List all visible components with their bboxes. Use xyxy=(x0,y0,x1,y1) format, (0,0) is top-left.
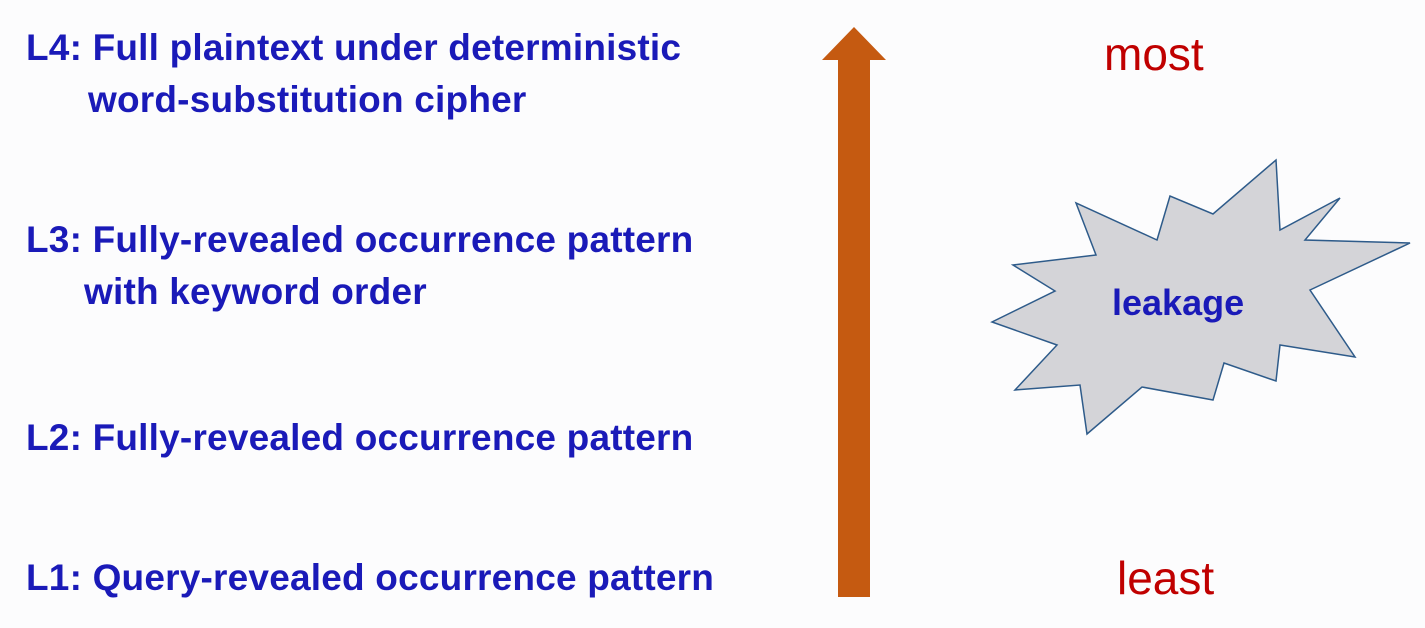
level-4-line1: L4: Full plaintext under deterministic xyxy=(26,27,682,68)
burst-shape xyxy=(990,158,1411,436)
arrow-shape xyxy=(822,27,886,597)
most-label: most xyxy=(1104,28,1204,80)
level-2-line1: L2: Fully-revealed occurrence pattern xyxy=(26,417,694,458)
level-3-line1: L3: Fully-revealed occurrence pattern xyxy=(26,219,694,260)
level-2-text: L2: Fully-revealed occurrence pattern xyxy=(26,412,693,464)
least-label: least xyxy=(1117,552,1215,604)
level-3-text: L3: Fully-revealed occurrence pattern wi… xyxy=(26,214,693,318)
level-1-text: L1: Query-revealed occurrence pattern xyxy=(26,552,714,604)
level-4-text: L4: Full plaintext under deterministic w… xyxy=(26,22,681,126)
level-3-line2: with keyword order xyxy=(84,271,427,312)
level-4-line2: word-substitution cipher xyxy=(88,79,527,120)
level-1-line1: L1: Query-revealed occurrence pattern xyxy=(26,557,715,598)
leakage-label: leakage xyxy=(1112,282,1245,323)
